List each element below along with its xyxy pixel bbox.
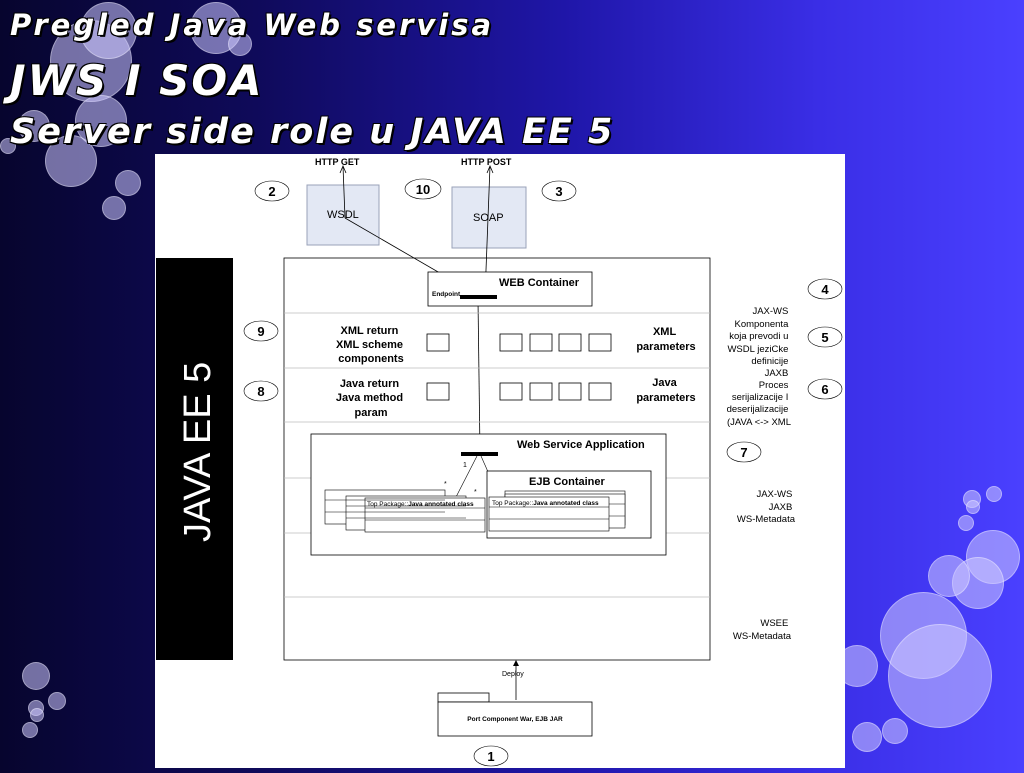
web-service-app-label: Web Service Application: [517, 439, 645, 451]
class-stack-left: [324, 489, 486, 533]
step-marker: 1: [473, 745, 509, 767]
xml-parameters-label: XML parameters: [636, 326, 695, 353]
decor-bubble: [18, 110, 50, 142]
app-endpoint-bar: [461, 452, 498, 456]
svg-text:1: 1: [487, 749, 494, 764]
xml-param-slot: [499, 333, 523, 352]
http-post-label: HTTP POST: [461, 157, 512, 167]
port-component-box: [437, 701, 593, 737]
xml-return-label: XML return XML scheme components: [336, 325, 406, 365]
java-param-slot: [529, 382, 553, 401]
svg-text:4: 4: [821, 282, 829, 297]
step-marker: 2: [254, 180, 290, 202]
xml-param-slot: [558, 333, 582, 352]
svg-text:6: 6: [821, 382, 828, 397]
decor-bubble: [22, 662, 50, 690]
wsee-note: WSEE WS-Metadata: [733, 618, 792, 642]
jaxws-note: JAX-WS Komponenta koja prevodi u WSDL je…: [727, 306, 791, 428]
arrow-head-get: [339, 164, 347, 174]
xml-return-slot: [426, 333, 450, 352]
step-marker: 10: [404, 178, 442, 200]
decor-bubble: [48, 692, 66, 710]
deploy-label: Deploy: [502, 671, 524, 678]
decor-bubble: [0, 138, 16, 154]
soap-box: [451, 186, 527, 249]
ejb-container-label: EJB Container: [529, 476, 606, 488]
svg-text:3: 3: [555, 184, 562, 199]
class-header-ejb: Top Package::Java annotated class: [492, 500, 599, 507]
decor-bubble: [958, 515, 974, 531]
endpoint-to-app-line: [477, 299, 481, 454]
decor-bubble: [986, 486, 1002, 502]
multiplicity-one: 1: [463, 462, 467, 469]
decor-bubble: [882, 718, 908, 744]
decor-bubble: [928, 555, 970, 597]
svg-text:9: 9: [257, 324, 264, 339]
decor-bubble: [115, 170, 141, 196]
wsdl-box: [306, 184, 380, 246]
xml-param-slot: [588, 333, 612, 352]
svg-text:8: 8: [257, 384, 264, 399]
app-endpoint-to-class-line: [454, 455, 478, 500]
step-marker: 8: [243, 380, 279, 402]
slide-title: Pregled Java Web servisa: [10, 8, 495, 42]
multiplicity-many: *: [474, 489, 477, 496]
java-ee-label: JAVA EE 5: [177, 362, 219, 542]
port-component-label: Port Component War, EJB JAR: [467, 716, 563, 723]
svg-text:7: 7: [740, 445, 747, 460]
ejb-note: JAX-WS JAXB WS-Metadata: [737, 489, 796, 525]
class-header-left: Top Package::Java annotated class: [367, 501, 474, 508]
decor-bubble: [80, 2, 137, 59]
decor-bubble: [228, 32, 252, 56]
multiplicity-many: *: [444, 481, 447, 488]
decor-bubble: [852, 722, 882, 752]
http-get-line: [342, 165, 346, 219]
decor-bubble: [888, 624, 992, 728]
endpoint-bar: [460, 295, 497, 299]
step-marker: 4: [807, 278, 843, 300]
java-parameters-label: Java parameters: [636, 377, 695, 404]
java-param-slot: [499, 382, 523, 401]
decor-bubble: [22, 722, 38, 738]
slide-heading: Server side role u JAVA EE 5: [10, 112, 615, 152]
slide-subtitle: JWS I SOA: [10, 56, 264, 105]
svg-text:2: 2: [268, 184, 275, 199]
step-marker: 9: [243, 320, 279, 342]
endpoint-label: Endpoint: [432, 291, 461, 298]
java-return-slot: [426, 382, 450, 401]
deploy-arrow: [513, 660, 519, 666]
layers-container: [283, 257, 711, 661]
http-get-label: HTTP GET: [315, 157, 360, 167]
svg-text:10: 10: [416, 182, 430, 197]
arrow-head-post: [486, 164, 494, 174]
web-container-label: WEB Container: [499, 277, 580, 289]
decor-bubble: [966, 500, 980, 514]
step-marker: 3: [541, 180, 577, 202]
java-param-slot: [588, 382, 612, 401]
step-marker: 6: [807, 378, 843, 400]
svg-text:5: 5: [821, 330, 828, 345]
architecture-diagram: HTTP GET HTTP POST WSDL SOAP JAVA EE 5 W…: [155, 154, 845, 768]
java-ee-bar: [156, 258, 233, 660]
step-marker: 5: [807, 326, 843, 348]
decor-bubble: [45, 135, 97, 187]
web-container-box: [427, 271, 593, 307]
decor-bubble: [102, 196, 126, 220]
step-marker: 7: [726, 441, 762, 463]
package-tab: [437, 692, 490, 703]
wsdl-label: WSDL: [327, 209, 359, 221]
xml-param-slot: [529, 333, 553, 352]
decor-bubble: [30, 708, 44, 722]
java-param-slot: [558, 382, 582, 401]
class-stack-ejb: [488, 490, 626, 532]
java-return-label: Java return Java method param: [336, 378, 406, 419]
